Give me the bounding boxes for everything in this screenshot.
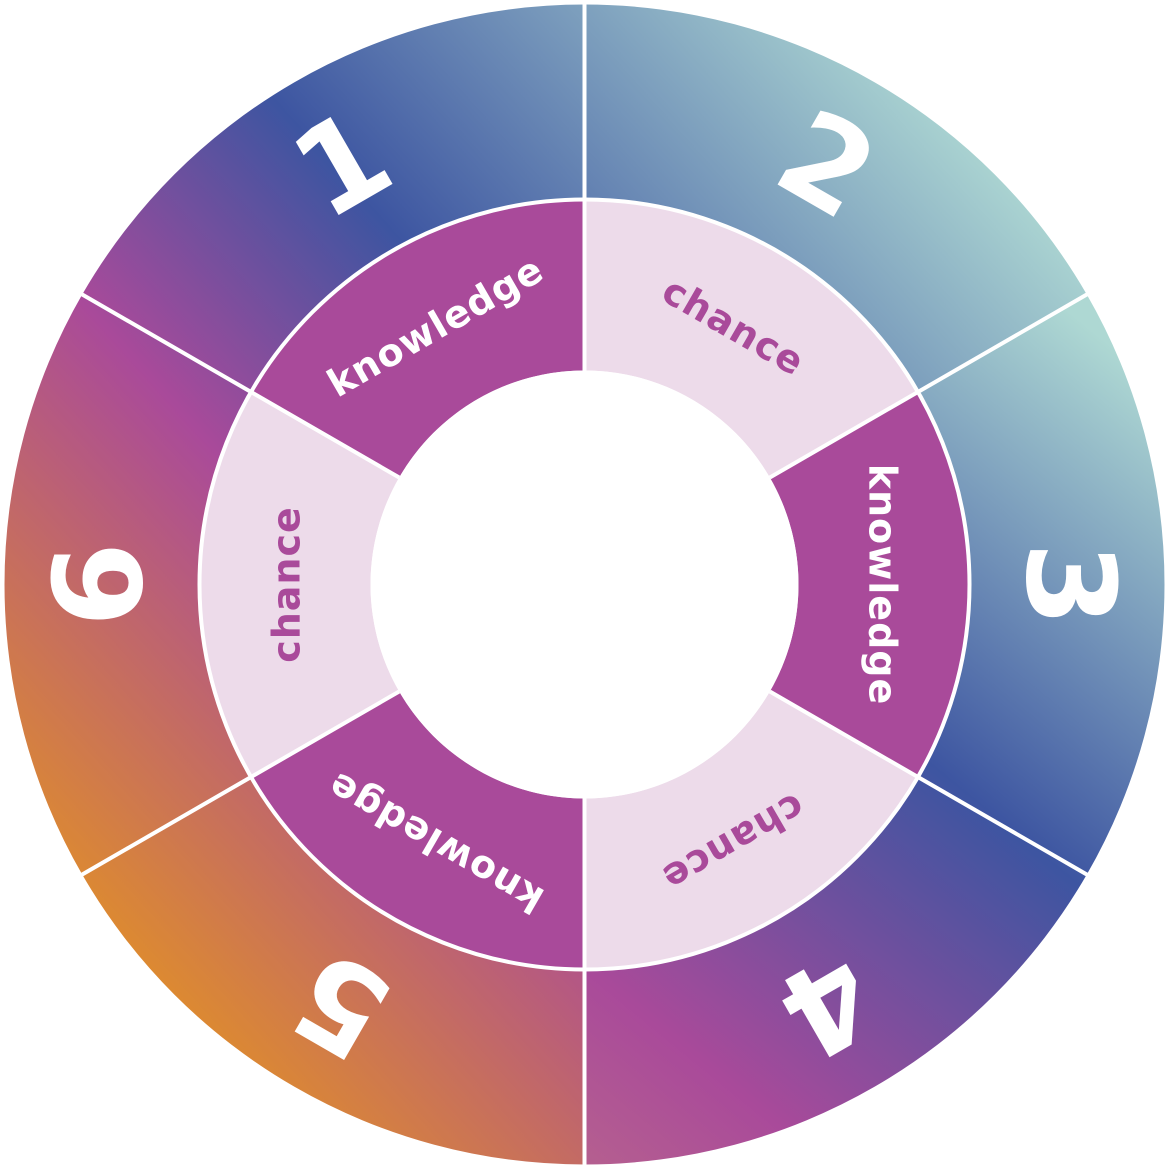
outer-divider — [76, 775, 253, 879]
inner-segment-chance — [199, 392, 400, 777]
outer-divider — [76, 290, 253, 394]
ring-separator — [197, 197, 972, 972]
inner-segment-chance — [584, 691, 918, 970]
segment-number-3: 3 — [999, 542, 1141, 627]
inner-segment-knowledge — [251, 691, 585, 970]
outer-divider — [916, 775, 1093, 879]
outer-segment-5 — [82, 777, 585, 1165]
segment-number-6: 6 — [29, 542, 171, 627]
outer-segment-3 — [917, 294, 1165, 875]
inner-divider — [768, 689, 919, 779]
inner-segment-knowledge — [251, 199, 585, 478]
outer-segment-4 — [584, 777, 1087, 1165]
inner-divider — [768, 390, 919, 480]
outer-segment-1 — [82, 4, 585, 392]
segment-dividers — [76, 0, 1093, 1169]
outer-divider — [916, 290, 1093, 394]
center-circle — [370, 370, 799, 799]
outer-segment-2 — [584, 4, 1087, 392]
outer-segment-6 — [4, 294, 252, 875]
inner-segment-knowledge — [769, 392, 970, 777]
inner-label-chance: chance — [265, 506, 309, 663]
inner-label-knowledge: knowledge — [861, 464, 905, 706]
inner-divider — [250, 390, 401, 480]
outer-ring — [4, 4, 1165, 1165]
inner-divider — [250, 689, 401, 779]
inner-ring — [199, 199, 970, 970]
inner-segment-chance — [584, 199, 918, 478]
